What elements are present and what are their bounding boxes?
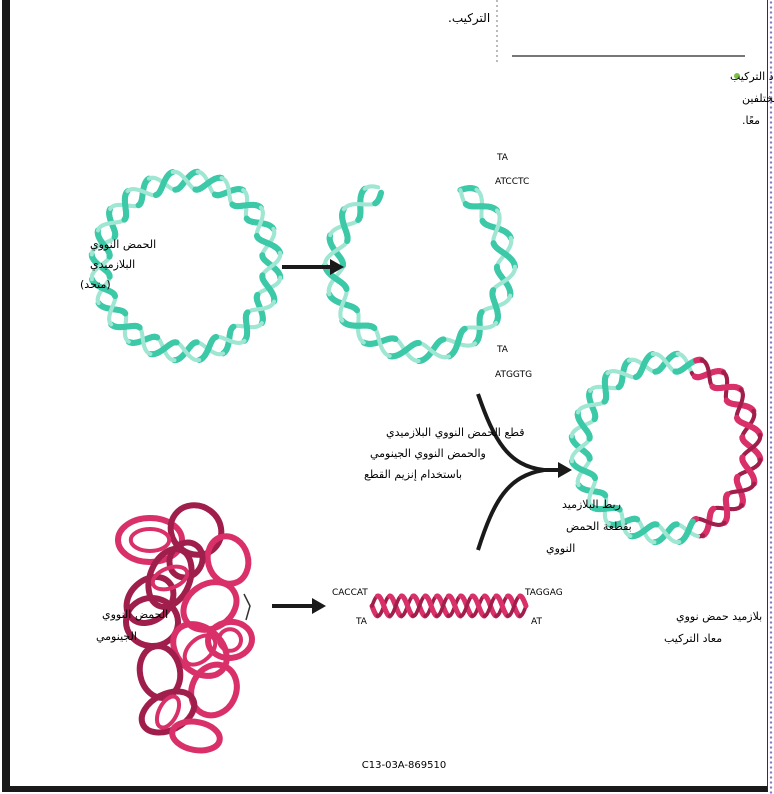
- svg-text:باستخدام إنزيم القطع: باستخدام إنزيم القطع: [364, 468, 462, 481]
- svg-text:قطع الحمض النووي البلازميدي: قطع الحمض النووي البلازميدي: [386, 426, 525, 439]
- sticky-end-label: TA: [355, 617, 368, 627]
- svg-text:معاد التركيب: معاد التركيب: [664, 632, 722, 645]
- label-cut-step: قطع الحمض النووي البلازميدي والحمض النوو…: [364, 426, 525, 481]
- svg-text:الحمض النووي: الحمض النووي: [102, 608, 168, 621]
- sticky-end-label: TA: [496, 345, 509, 355]
- svg-text:(متحد): (متحد): [80, 278, 111, 291]
- svg-text:بلازميد حمض نووي: بلازميد حمض نووي: [676, 610, 762, 623]
- sticky-end-label: TAGGAG: [524, 588, 563, 598]
- sticky-end-label: ATCCTC: [495, 177, 529, 187]
- svg-text:والحمض النووي الجينومي: والحمض النووي الجينومي: [370, 447, 486, 460]
- plasmid-recombinant: [572, 354, 760, 542]
- sticky-end-label: CACCAT: [332, 588, 368, 598]
- plasmid-cut: [325, 186, 515, 361]
- sticky-end-label: AT: [531, 617, 542, 627]
- svg-text:ربط البلازميد: ربط البلازميد: [562, 498, 621, 511]
- caption-line-3: معًا.: [742, 114, 760, 127]
- genomic-dna-tangle: [117, 495, 253, 754]
- label-genomic-dna: الحمض النووي الجينومي: [96, 608, 168, 643]
- top-text-fragment: التركيب.: [448, 11, 490, 26]
- sticky-end-label: ATGGTG: [495, 370, 532, 380]
- arrow-genomic-to-fragment: [272, 598, 326, 614]
- genomic-fragment: [372, 596, 526, 616]
- sticky-end-label: TA: [496, 153, 509, 163]
- arrow-ligation-merge: [478, 394, 572, 550]
- svg-text:الحمض النووي: الحمض النووي: [90, 238, 156, 251]
- svg-text:بقطعة الحمض: بقطعة الحمض: [566, 520, 632, 533]
- caption-line-1: الشكل 6 ينشأ الحمض النووي معاد التركيب: [730, 68, 774, 83]
- svg-text:الجينومي: الجينومي: [96, 630, 137, 643]
- helix-group: [92, 172, 760, 754]
- caption-line-2: من خلال دمج الـ DNA من مصدرين مختلفين: [742, 92, 774, 105]
- label-plasmid-dna: الحمض النووي البلازميدي (متحد): [80, 238, 156, 291]
- svg-text:البلازميدي: البلازميدي: [90, 258, 135, 271]
- svg-text:النووي: النووي: [546, 542, 575, 555]
- label-recombinant-plasmid: بلازميد حمض نووي معاد التركيب: [664, 610, 762, 645]
- cut-site-mark: [244, 594, 250, 620]
- label-ligation-step: ربط البلازميد بقطعة الحمض النووي: [546, 498, 632, 555]
- figure-code: C13-03A-869510: [362, 760, 446, 771]
- arrow-plasmid-to-cut: [282, 259, 344, 275]
